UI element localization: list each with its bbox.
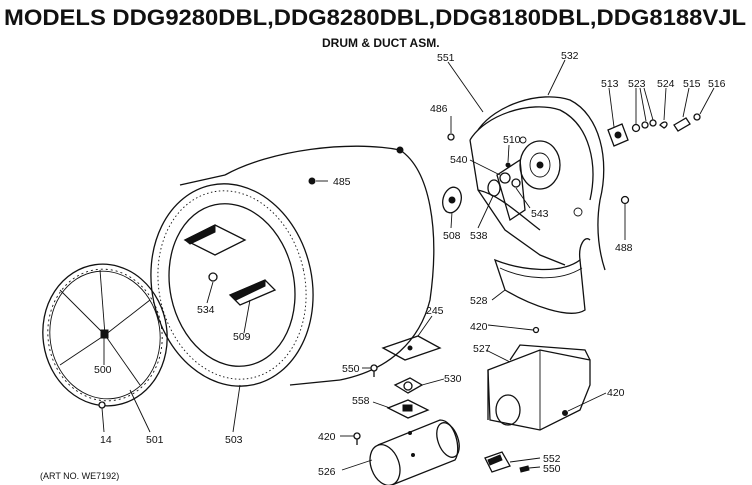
part-label-516: 516 xyxy=(708,78,726,90)
part-label-534: 534 xyxy=(197,304,215,316)
part-label-551: 551 xyxy=(437,52,455,64)
part-label-486: 486 xyxy=(430,103,448,115)
part-label-530: 530 xyxy=(444,373,462,385)
part-label-550-lower: 550 xyxy=(543,463,561,475)
duct-elbow xyxy=(493,238,591,314)
part-label-488: 488 xyxy=(615,242,633,254)
part-label-532: 532 xyxy=(561,50,579,62)
part-label-538: 538 xyxy=(470,230,488,242)
terminal-block xyxy=(484,451,511,473)
part-label-524: 524 xyxy=(657,78,675,90)
part-label-501: 501 xyxy=(146,434,164,446)
part-label-513: 513 xyxy=(601,78,619,90)
part-label-526: 526 xyxy=(318,466,336,478)
heater-housing xyxy=(487,344,591,431)
part-label-510: 510 xyxy=(503,134,521,146)
part-label-245: 245 xyxy=(426,305,444,317)
part-label-420-right: 420 xyxy=(607,387,625,399)
assembly-subtitle: DRUM & DUCT ASM. xyxy=(322,36,440,50)
part-label-509: 509 xyxy=(233,331,251,343)
part-label-558: 558 xyxy=(352,395,370,407)
part-label-550-upper: 550 xyxy=(342,363,360,375)
part-label-540: 540 xyxy=(450,154,468,166)
roller-parts xyxy=(442,162,521,214)
part-label-14: 14 xyxy=(100,434,112,446)
part-label-485: 485 xyxy=(333,176,351,188)
art-number: (ART NO. WE7192) xyxy=(40,471,119,481)
part-label-543: 543 xyxy=(531,208,549,220)
drum-front-gasket-ring xyxy=(42,263,168,407)
part-label-528: 528 xyxy=(470,295,488,307)
models-title: MODELS DDG9280DBL,DDG8280DBL,DDG8180DBL,… xyxy=(4,5,746,30)
rear-bulkhead xyxy=(469,96,606,271)
part-label-527: 527 xyxy=(473,343,491,355)
screws xyxy=(98,133,630,473)
part-labels: 551 532 513 523 524 515 516 486 510 540 … xyxy=(94,50,726,478)
leader-lines xyxy=(101,59,715,471)
part-label-500: 500 xyxy=(94,364,112,376)
thermal-fuse-plate xyxy=(386,399,430,419)
part-label-515: 515 xyxy=(683,78,701,90)
part-label-508: 508 xyxy=(443,230,461,242)
duct-gasket xyxy=(381,335,442,361)
part-label-420-upper: 420 xyxy=(470,321,488,333)
part-label-420-lower: 420 xyxy=(318,431,336,443)
drum xyxy=(150,145,435,387)
heater-element xyxy=(369,419,460,485)
thermostat xyxy=(393,377,424,394)
part-label-552: 552 xyxy=(543,453,561,465)
rear-bearing-hardware xyxy=(607,113,701,147)
part-label-503: 503 xyxy=(225,434,243,446)
part-label-523: 523 xyxy=(628,78,646,90)
